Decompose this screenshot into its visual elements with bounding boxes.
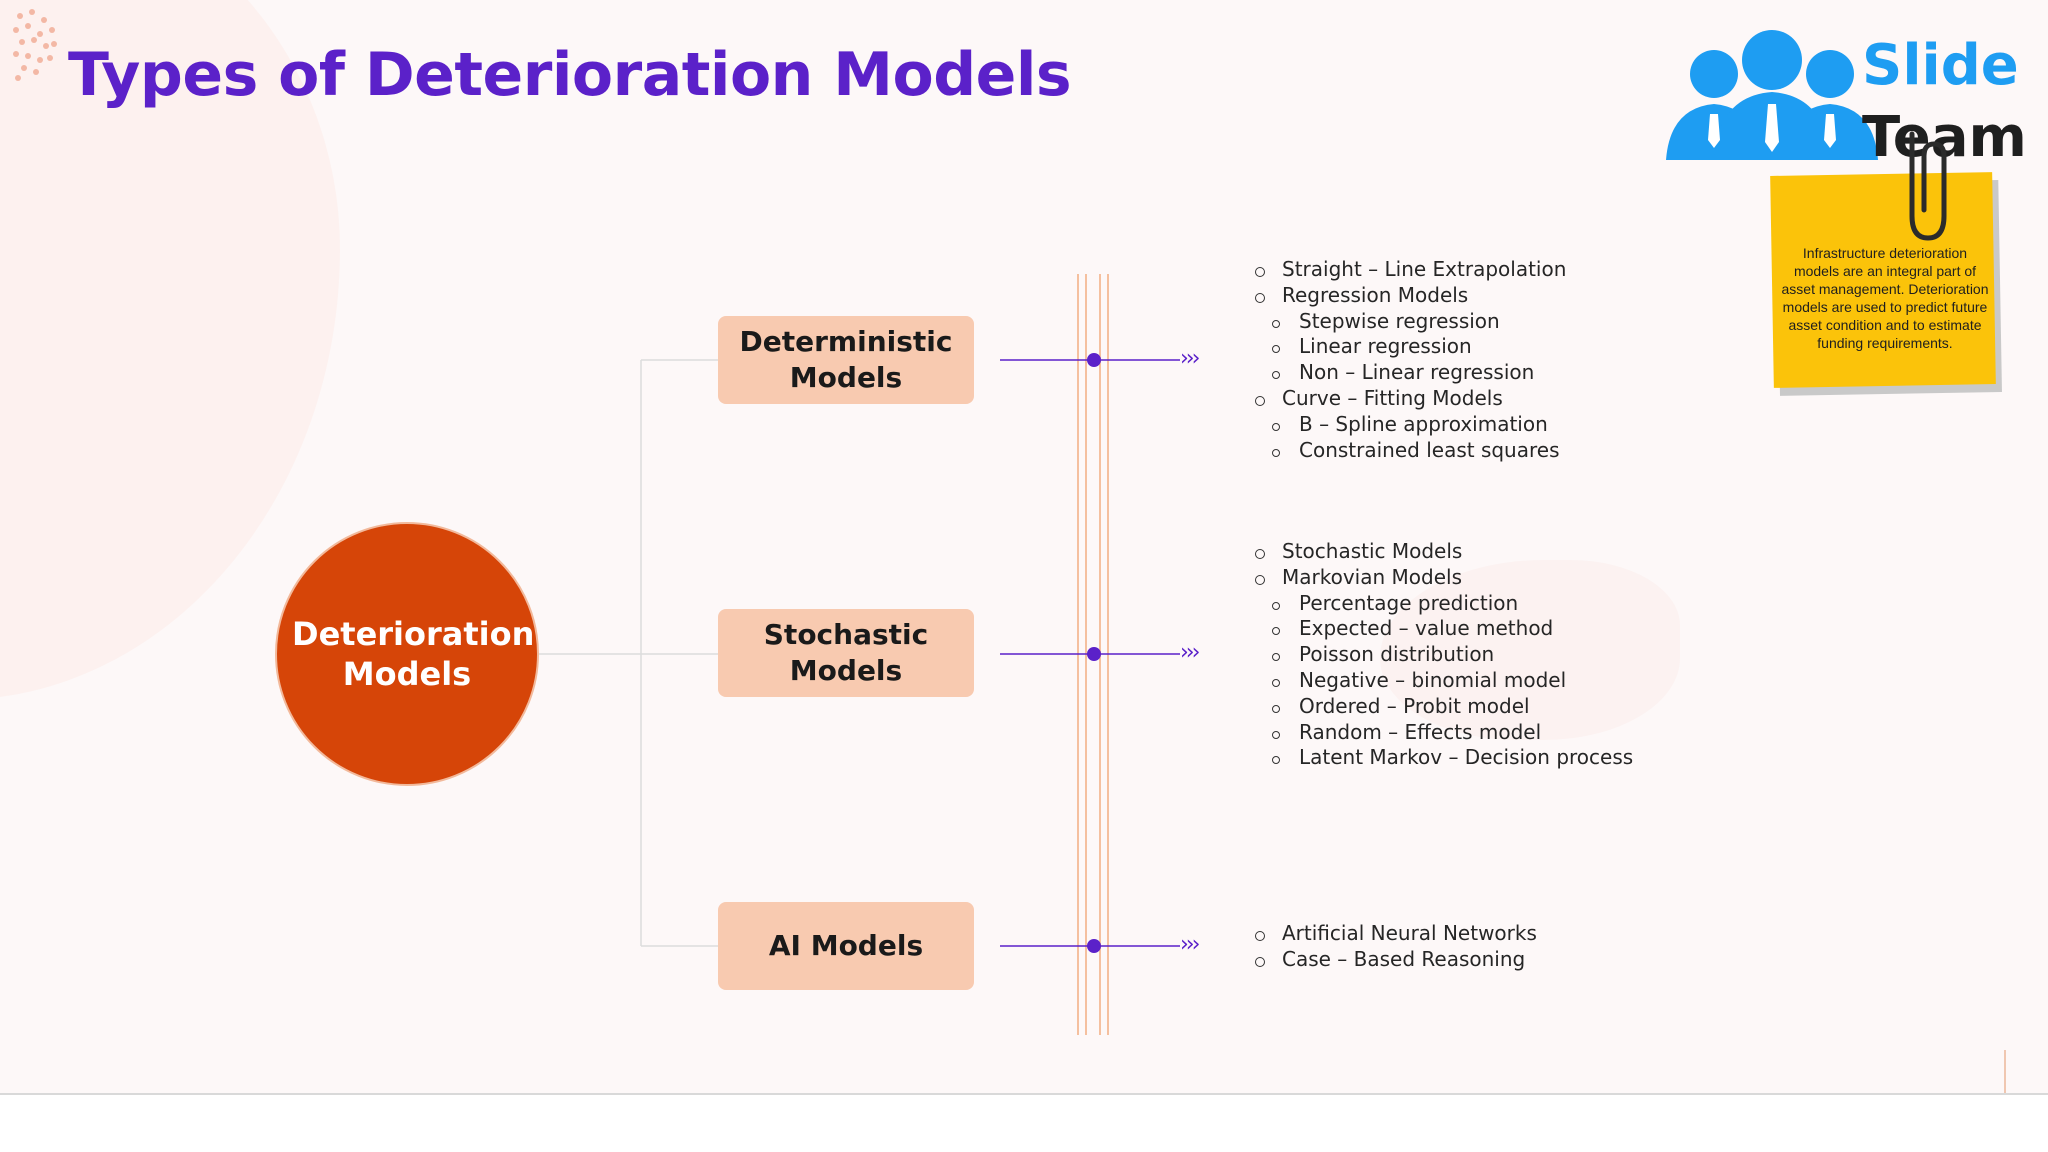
connector-node — [1087, 647, 1101, 661]
deterministic-list: Straight – Line Extrapolation Regression… — [1252, 257, 1566, 463]
slide-canvas: Types of Deterioration Models Slide Team… — [13, 9, 2027, 1093]
people-group-icon — [1666, 30, 1878, 160]
list-item: Case – Based Reasoning — [1252, 947, 1537, 973]
list-subitem: B – Spline approximation — [1252, 412, 1566, 438]
list-subitem: Percentage prediction — [1252, 591, 1633, 617]
corner-divider — [2004, 1050, 2006, 1093]
page-title: Types of Deterioration Models — [68, 40, 1072, 110]
stochastic-list: Stochastic Models Markovian Models Perce… — [1252, 539, 1633, 771]
center-label: Deterioration Models — [292, 615, 535, 693]
model-label: Stochastic Models — [763, 618, 929, 687]
model-label: AI Models — [768, 929, 924, 962]
paperclip-icon — [1909, 131, 1947, 241]
stochastic-models-box: Stochastic Models — [718, 609, 974, 697]
deterministic-models-box: Deterministic Models — [718, 316, 974, 404]
list-subitem: Ordered – Probit model — [1252, 694, 1633, 720]
chevrons-right-icon: ››› — [1180, 640, 1200, 665]
ai-list: Artificial Neural Networks Case – Based … — [1252, 921, 1537, 973]
connector-node — [1087, 939, 1101, 953]
ai-models-box: AI Models — [718, 902, 974, 990]
list-item: Regression Models — [1252, 283, 1566, 309]
list-item: Curve – Fitting Models — [1252, 386, 1566, 412]
list-item: Markovian Models — [1252, 565, 1633, 591]
deterioration-models-circle: Deterioration Models — [275, 522, 539, 786]
list-subitem: Random – Effects model — [1252, 720, 1633, 746]
sticky-note-text: Infrastructure deterioration models are … — [1781, 245, 1989, 351]
list-item: Straight – Line Extrapolation — [1252, 257, 1566, 283]
list-subitem: Non – Linear regression — [1252, 360, 1566, 386]
list-subitem: Constrained least squares — [1252, 438, 1566, 464]
background-blob-small — [1380, 560, 1680, 740]
connector-lines — [539, 274, 1180, 1035]
list-subitem: Linear regression — [1252, 334, 1566, 360]
list-item: Artificial Neural Networks — [1252, 921, 1537, 947]
list-subitem: Expected – value method — [1252, 616, 1633, 642]
list-item: Stochastic Models — [1252, 539, 1633, 565]
chevrons-right-icon: ››› — [1180, 346, 1200, 371]
list-subitem: Poisson distribution — [1252, 642, 1633, 668]
list-subitem: Stepwise regression — [1252, 309, 1566, 335]
model-label: Deterministic Models — [739, 325, 953, 394]
logo-word-slide: Slide — [1862, 33, 2019, 98]
list-subitem: Negative – binomial model — [1252, 668, 1633, 694]
chevrons-right-icon: ››› — [1180, 932, 1200, 957]
decorative-dots-icon — [13, 9, 57, 81]
connector-node — [1087, 353, 1101, 367]
slide-bottom-border — [0, 1093, 2048, 1095]
list-subitem: Latent Markov – Decision process — [1252, 745, 1633, 771]
